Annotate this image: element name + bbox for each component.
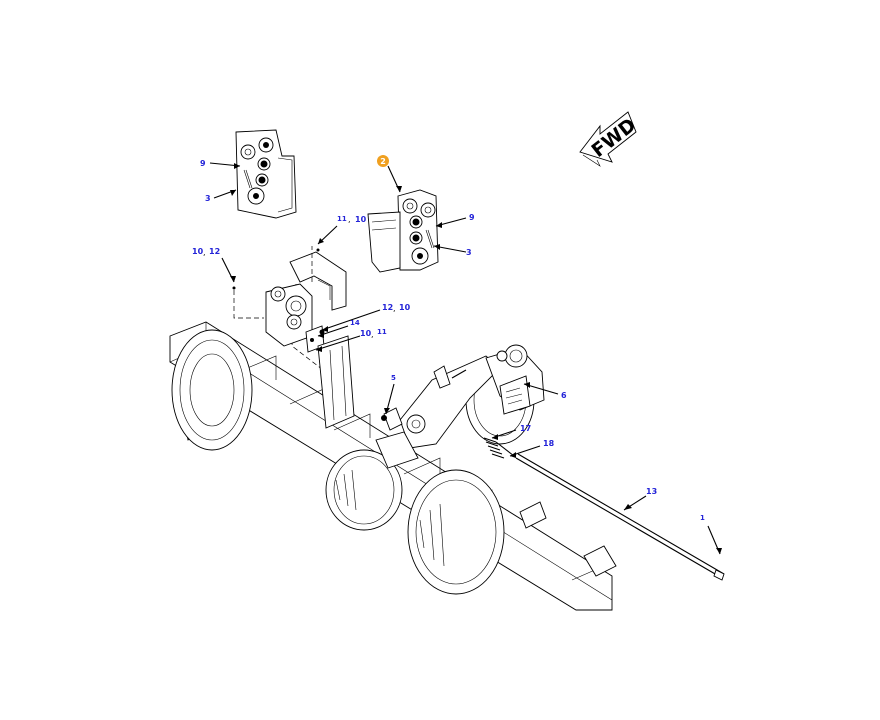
wheel-left bbox=[171, 329, 253, 451]
callout-18[interactable]: 18 bbox=[543, 439, 555, 448]
callout-11-top[interactable]: 11 bbox=[337, 215, 347, 223]
callout-labels: 9 3 11 , 10 9 3 10 , 12 12 , 10 14 10 , … bbox=[192, 159, 705, 522]
wheel-mid bbox=[325, 449, 403, 531]
drive-rod bbox=[515, 453, 725, 581]
callout-5[interactable]: 5 bbox=[391, 374, 396, 382]
separator: , bbox=[348, 215, 351, 224]
callout-9-right[interactable]: 9 bbox=[469, 213, 475, 222]
fwd-arrow: FWD bbox=[579, 111, 641, 167]
callout-10-mid[interactable]: 10 bbox=[399, 303, 411, 312]
callout-1[interactable]: 1 bbox=[700, 514, 705, 522]
mid-gear-assembly bbox=[232, 246, 337, 381]
gauge-arm bbox=[375, 344, 545, 469]
callout-3-left[interactable]: 3 bbox=[205, 194, 211, 203]
separator: , bbox=[371, 330, 374, 339]
separator: , bbox=[393, 304, 396, 313]
callout-13[interactable]: 13 bbox=[646, 487, 657, 496]
spring-assembly bbox=[483, 437, 515, 459]
separator: , bbox=[203, 248, 206, 257]
leader-arrowheads bbox=[230, 163, 722, 554]
fwd-label: FWD bbox=[588, 114, 641, 162]
callout-2: 2 bbox=[380, 157, 386, 166]
bolt-5 bbox=[381, 415, 387, 421]
wheel-right bbox=[407, 469, 505, 595]
callout-3-right[interactable]: 3 bbox=[466, 248, 472, 257]
callout-14[interactable]: 14 bbox=[350, 319, 360, 327]
callout-10-left[interactable]: 10 bbox=[192, 247, 204, 256]
gearbox-left bbox=[235, 129, 297, 219]
callout-12-left[interactable]: 12 bbox=[209, 247, 220, 256]
callout-6[interactable]: 6 bbox=[561, 391, 567, 400]
gearbox-right bbox=[367, 189, 439, 273]
callout-11-low[interactable]: 11 bbox=[377, 328, 387, 336]
callout-2-highlight[interactable]: 2 bbox=[377, 155, 389, 167]
callout-10-top[interactable]: 10 bbox=[355, 215, 367, 224]
callout-12-mid[interactable]: 12 bbox=[382, 303, 393, 312]
callout-9-left[interactable]: 9 bbox=[200, 159, 206, 168]
callout-17[interactable]: 17 bbox=[520, 424, 531, 433]
callout-10-low[interactable]: 10 bbox=[360, 329, 372, 338]
cover-bracket bbox=[289, 248, 347, 311]
